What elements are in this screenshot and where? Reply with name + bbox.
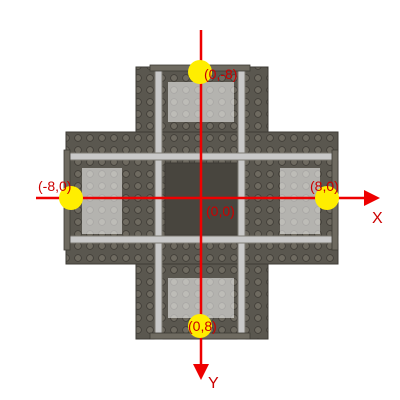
rail-vertical-right [237, 66, 246, 340]
label-left: (-8,0) [38, 178, 71, 194]
rail-vertical-left [154, 66, 163, 340]
label-right: (8,0) [310, 178, 339, 194]
marker-top [188, 60, 212, 84]
y-axis-label: Y [208, 375, 219, 392]
axes: X Y [36, 30, 383, 392]
gap-right [280, 168, 320, 234]
marker-right [315, 186, 339, 210]
gap-left [82, 168, 122, 234]
marker-left [59, 186, 83, 210]
connection-points: (0,-8) (-8,0) (8,0) (0,8) (0,0) [38, 60, 339, 338]
x-axis-arrowhead [364, 190, 380, 206]
x-axis-label: X [372, 210, 383, 227]
marker-bottom [188, 314, 212, 338]
label-top: (0,-8) [204, 66, 237, 82]
label-origin: (0,0) [206, 203, 235, 219]
y-axis-arrowhead [193, 364, 209, 380]
label-bottom: (0,8) [188, 318, 217, 334]
